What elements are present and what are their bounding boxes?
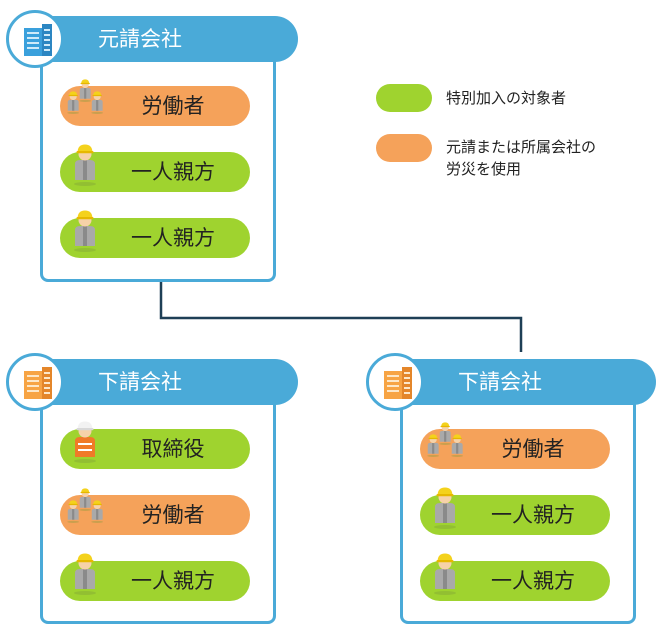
legend-swatch-green [376, 84, 432, 112]
worker-helmet-icon [70, 142, 100, 186]
company-sub-right-title: 下請会社 [458, 370, 542, 394]
legend-label-green: 特別加入の対象者 [446, 89, 567, 107]
building-blue-icon [23, 23, 53, 57]
company-sub-left-title: 下請会社 [98, 370, 182, 394]
worker-group-icon [420, 421, 464, 461]
worker-helmet-icon [70, 208, 100, 252]
worker-helmet-icon [430, 551, 460, 595]
company-sub-left-member-2: 労働者 [60, 495, 250, 535]
company-sub-right-header: 下請会社 [390, 359, 656, 405]
director-vest-icon [70, 419, 100, 463]
worker-helmet-icon [70, 551, 100, 595]
member-label: 労働者 [501, 437, 565, 461]
company-main-icon-badge [6, 10, 64, 68]
company-sub-right-icon-badge [366, 353, 424, 411]
company-main-header: 元請会社 [30, 16, 298, 62]
member-label: 労働者 [141, 94, 205, 118]
building-orange-icon [383, 366, 413, 400]
company-sub-right-member-1: 労働者 [420, 429, 610, 469]
company-sub-left-header: 下請会社 [30, 359, 298, 405]
company-main-title: 元請会社 [98, 27, 182, 51]
legend-label-orange: 元請または所属会社の 労災を使用 [446, 138, 597, 178]
member-label: 一人親方 [131, 569, 215, 593]
company-sub-left-icon-badge [6, 353, 64, 411]
member-label: 一人親方 [131, 226, 215, 250]
member-label: 一人親方 [491, 503, 575, 527]
legend-swatch-orange [376, 134, 432, 162]
member-label: 一人親方 [131, 160, 215, 184]
building-orange-icon [23, 366, 53, 400]
member-label: 労働者 [141, 503, 205, 527]
member-label: 一人親方 [491, 569, 575, 593]
worker-group-icon [60, 487, 104, 527]
worker-helmet-icon [430, 485, 460, 529]
company-main-member-2: 一人親方 [60, 152, 250, 192]
worker-group-icon [60, 78, 104, 118]
company-main-member-1: 労働者 [60, 86, 250, 126]
member-label: 取締役 [141, 437, 205, 461]
